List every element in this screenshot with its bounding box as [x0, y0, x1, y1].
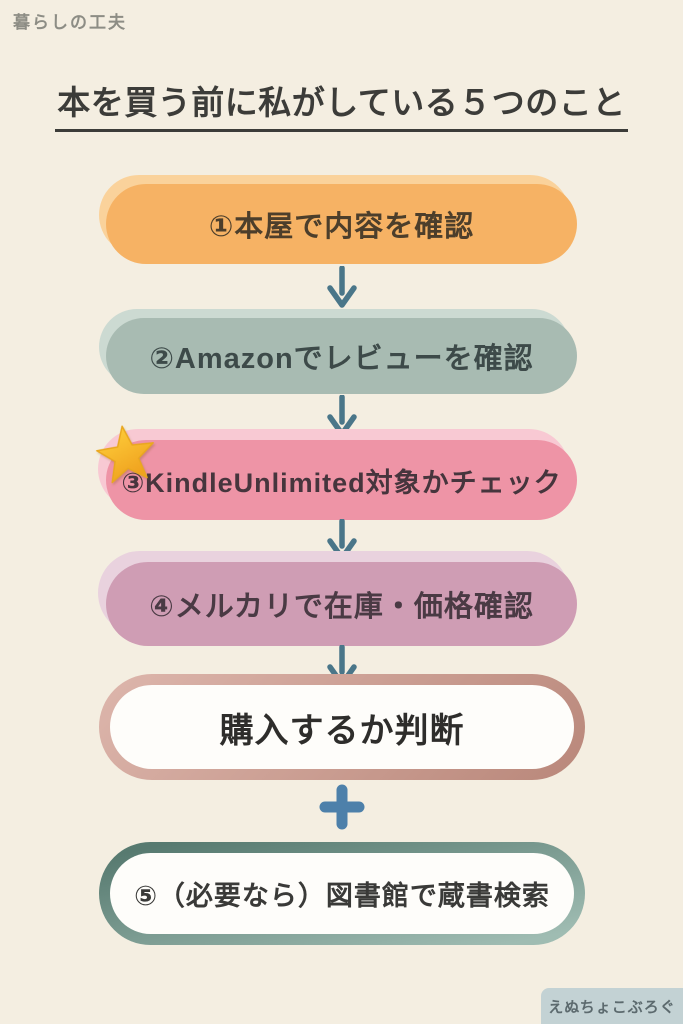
step-1-label: ①本屋で内容を確認	[208, 211, 475, 243]
step-pill-4: ④メルカリで在庫・価格確認	[106, 562, 577, 646]
blog-badge-label: えぬちょこぶろぐ	[548, 998, 676, 1016]
step-4-label: ④メルカリで在庫・価格確認	[149, 591, 534, 623]
down-arrow-icon	[327, 519, 357, 561]
step-3-label: ③KindleUnlimited対象かチェック	[121, 467, 562, 498]
brand-label: 暮らしの工夫	[13, 13, 127, 32]
step-pill-5-library: ⑤（必要なら）図書館で蔵書検索	[99, 842, 585, 945]
gold-star-icon	[90, 418, 162, 490]
down-arrow-icon	[327, 395, 357, 437]
step-pill-2: ②Amazonでレビューを確認	[106, 318, 577, 394]
step-2-label: ②Amazonでレビューを確認	[149, 343, 534, 375]
step-5-label: ⑤（必要なら）図書館で蔵書検索	[134, 881, 550, 911]
step-pill-1: ①本屋で内容を確認	[106, 184, 577, 264]
blog-badge: えぬちょこぶろぐ	[541, 988, 683, 1024]
plus-icon	[319, 783, 365, 831]
decision-pill: 購入するか判断	[99, 674, 585, 780]
page-title: 本を買う前に私がしている５つのこと	[55, 76, 628, 132]
decision-label: 購入するか判断	[219, 711, 465, 750]
down-arrow-icon	[327, 266, 357, 308]
step-pill-3: ③KindleUnlimited対象かチェック	[106, 440, 577, 520]
title-row: 本を買う前に私がしている５つのこと	[0, 76, 683, 132]
